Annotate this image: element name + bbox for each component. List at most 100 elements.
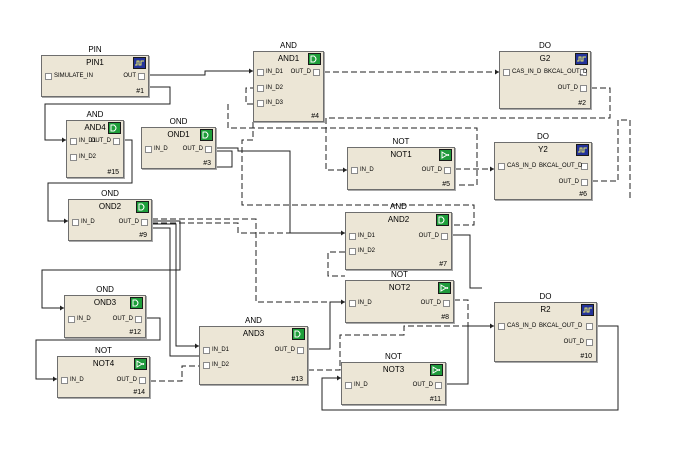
wire-arrowhead-1: [495, 69, 499, 75]
output-pin-checkbox[interactable]: [205, 146, 212, 153]
input-pin-label: IN_D2: [266, 85, 284, 91]
output-pin-label: OUT_D: [116, 377, 137, 383]
input-pin-checkbox[interactable]: [257, 100, 264, 107]
input-pin-checkbox[interactable]: [72, 219, 79, 226]
output-pin-checkbox[interactable]: [141, 219, 148, 226]
input-pin-checkbox[interactable]: [257, 69, 264, 76]
wire-2[interactable]: [47, 139, 133, 222]
dashed-wire-14[interactable]: [325, 87, 611, 171]
output-pin-checkbox[interactable]: [139, 377, 146, 384]
gate-icon-glyph: [438, 216, 445, 224]
wire-5[interactable]: [41, 220, 181, 309]
input-pin-checkbox[interactable]: [349, 300, 356, 307]
dashed-wire-21[interactable]: [152, 222, 345, 234]
input-pin-label: CAS_IN_D: [507, 163, 537, 169]
dashed-wire-16[interactable]: [227, 104, 478, 186]
input-pin-checkbox[interactable]: [61, 377, 68, 384]
wire-3[interactable]: [216, 147, 345, 234]
input-pin-checkbox[interactable]: [349, 233, 356, 240]
wire-10[interactable]: [446, 325, 494, 385]
wire-arrowhead-7: [490, 323, 494, 329]
input-pin-checkbox[interactable]: [345, 382, 352, 389]
wire-arrowhead-10: [53, 376, 57, 382]
gate-icon: [200, 129, 213, 141]
input-pin-checkbox[interactable]: [349, 248, 356, 255]
dashed-wire-19[interactable]: [592, 119, 631, 200]
output-pin-checkbox[interactable]: [581, 179, 588, 186]
input-pin-checkbox[interactable]: [498, 323, 505, 330]
output-pin-checkbox[interactable]: [441, 233, 448, 240]
output-pin-checkbox[interactable]: [443, 300, 450, 307]
input-pin-checkbox[interactable]: [351, 167, 358, 174]
input-pin-checkbox[interactable]: [145, 146, 152, 153]
input-pin-checkbox[interactable]: [498, 163, 505, 170]
wire-6[interactable]: [152, 223, 199, 347]
wire-9[interactable]: [452, 234, 482, 289]
dashed-wire-25[interactable]: [454, 299, 469, 330]
output-pin-checkbox[interactable]: [297, 347, 304, 354]
output-pin-checkbox[interactable]: [581, 163, 588, 170]
output-pin-checkbox[interactable]: [580, 85, 587, 92]
output-pin-checkbox[interactable]: [586, 339, 593, 346]
output-pin-label: OUT_D: [112, 316, 133, 322]
output-pin-checkbox[interactable]: [313, 69, 320, 76]
input-pin-checkbox[interactable]: [45, 73, 52, 80]
input-pin-checkbox[interactable]: [70, 138, 77, 145]
output-pin-checkbox[interactable]: [586, 323, 593, 330]
dashed-wire-15[interactable]: [245, 87, 253, 105]
output-pin-checkbox[interactable]: [444, 167, 451, 174]
wire-0[interactable]: [149, 70, 253, 76]
input-pin-checkbox[interactable]: [203, 362, 210, 369]
input-pin-checkbox[interactable]: [203, 347, 210, 354]
output-pin-checkbox[interactable]: [138, 73, 145, 80]
output-pin-checkbox[interactable]: [135, 316, 142, 323]
wire-8[interactable]: [35, 317, 161, 380]
wire-1[interactable]: [44, 86, 171, 141]
dashed-wire-22[interactable]: [327, 251, 345, 277]
output-pin-checkbox[interactable]: [580, 69, 587, 76]
wire-12[interactable]: [308, 301, 345, 350]
wire-7[interactable]: [152, 227, 199, 357]
output-pin-checkbox[interactable]: [435, 382, 442, 389]
input-pin-checkbox[interactable]: [503, 69, 510, 76]
dashed-wire-24[interactable]: [308, 325, 494, 371]
dashed-wire-17[interactable]: [241, 122, 475, 226]
input-pin-checkbox[interactable]: [70, 154, 77, 161]
wire-11[interactable]: [321, 325, 619, 411]
output-pin-checkbox[interactable]: [113, 138, 120, 145]
input-pin-checkbox[interactable]: [68, 316, 75, 323]
dashed-wire-23[interactable]: [150, 365, 199, 382]
input-pin-checkbox[interactable]: [257, 85, 264, 92]
dashed-wire-20[interactable]: [152, 218, 345, 303]
